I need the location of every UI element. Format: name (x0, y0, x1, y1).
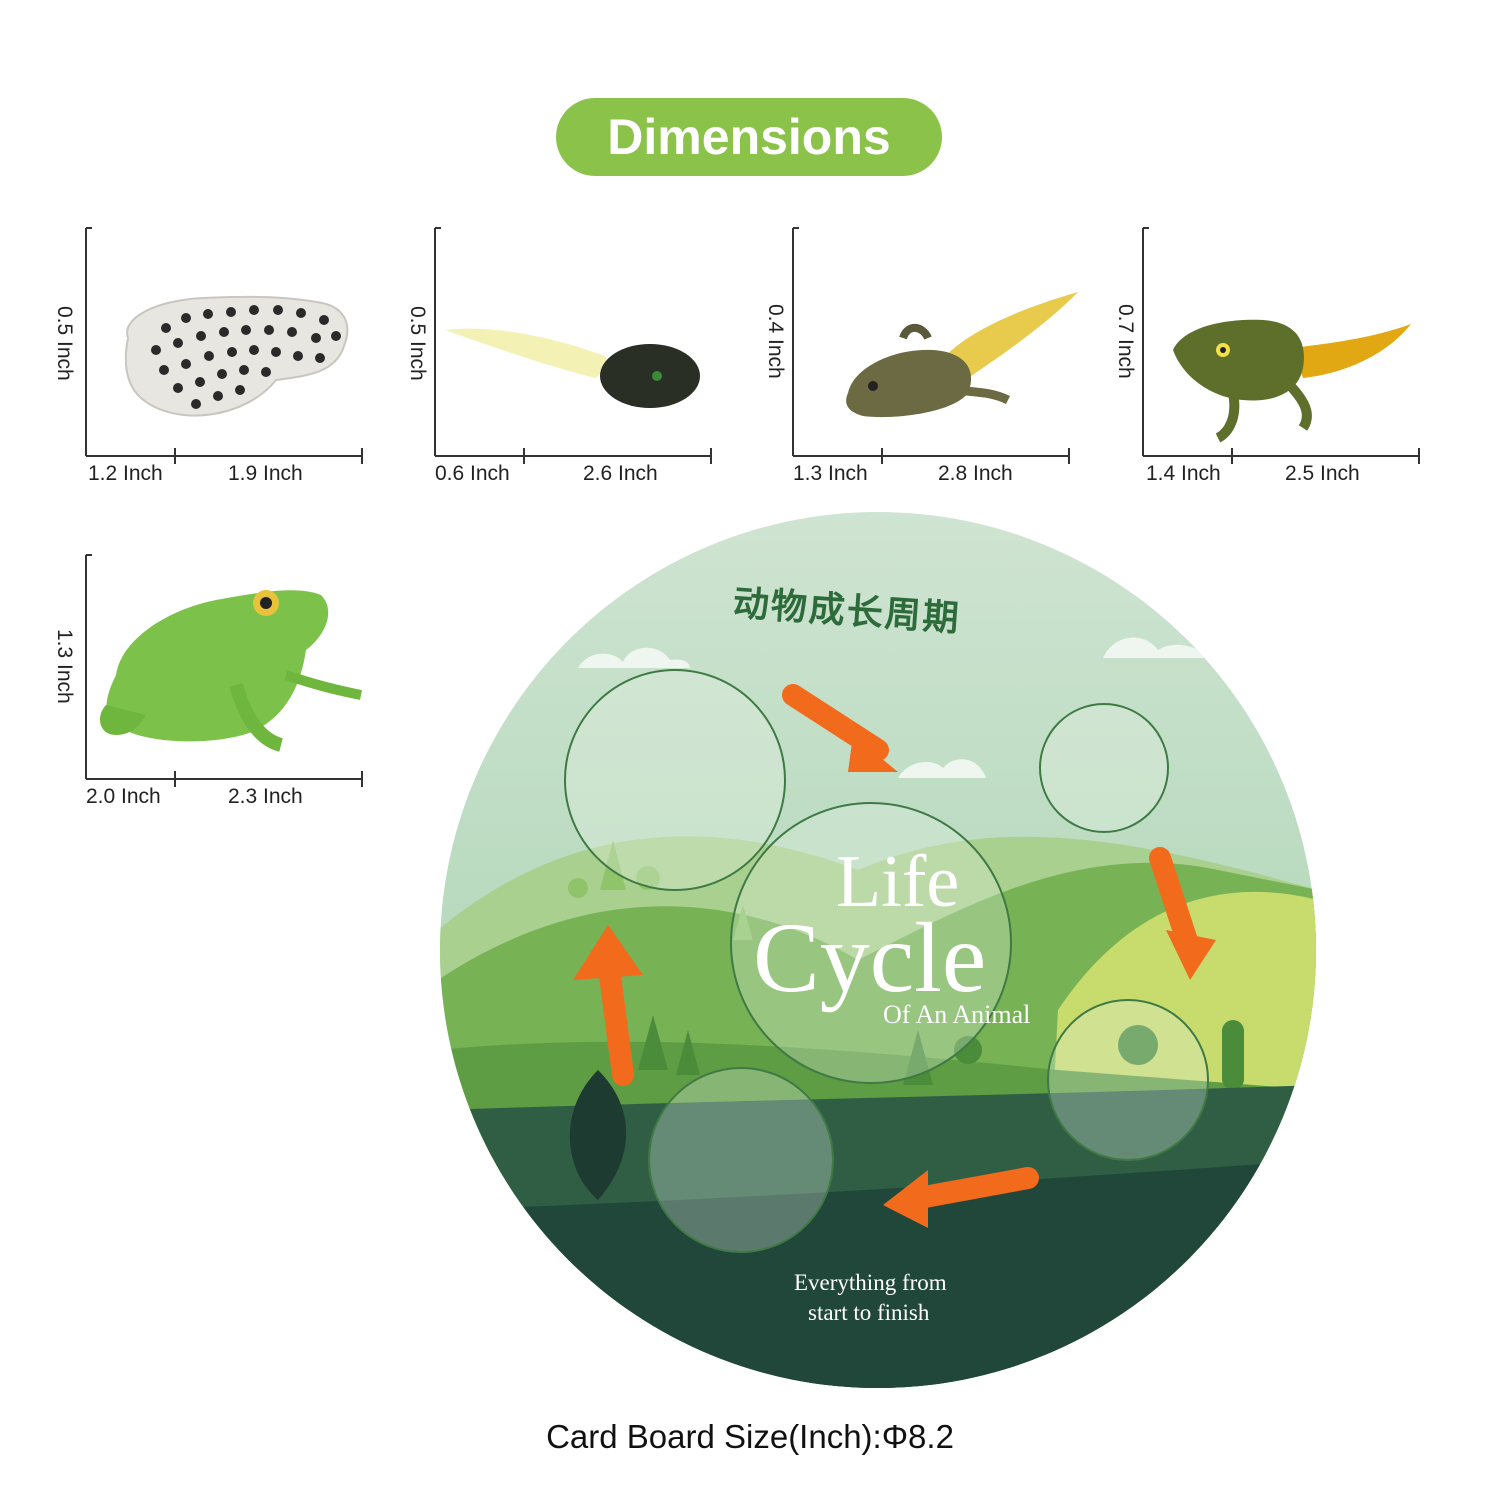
length-label: 1.9 Inch (228, 462, 303, 485)
figure-eggs: 0.5 Inch 1.2 Inch 1.9 Inch (53, 227, 366, 485)
depth-label: 0.6 Inch (435, 462, 510, 485)
length-label: 2.5 Inch (1285, 462, 1360, 485)
figure-tadpole: 0.5 Inch 0.6 Inch 2.6 Inch (406, 227, 715, 485)
adult-frog-image (100, 590, 362, 752)
figure-adult-frog: 1.3 Inch 2.0 Inch 2.3 Inch (53, 554, 366, 808)
height-label: 0.5 Inch (53, 306, 76, 381)
height-label: 0.4 Inch (764, 304, 787, 379)
length-label: 2.8 Inch (938, 462, 1013, 485)
dimension-lines (85, 554, 363, 787)
height-label: 0.7 Inch (1114, 304, 1137, 379)
depth-label: 1.2 Inch (88, 462, 163, 485)
depth-label: 2.0 Inch (86, 785, 161, 808)
cycle-title: Cycle (753, 902, 987, 1013)
dimensions-title: Dimensions (607, 109, 891, 165)
dimension-lines (1142, 227, 1420, 464)
dimension-lines (85, 227, 363, 464)
card-board-illustration (440, 512, 1316, 1388)
froglet-image (1173, 319, 1411, 443)
subtitle: Of An Animal (883, 1000, 1031, 1029)
depth-label: 1.4 Inch (1146, 462, 1221, 485)
frog-eggs-image (124, 295, 349, 417)
life-cycle-card-board: 动物成长周期 Life Cycle Of An Animal Everythin… (438, 510, 1318, 1390)
card-board-size-caption: Card Board Size(Inch):Φ8.2 (546, 1418, 954, 1455)
dimensions-title-pill: Dimensions (556, 98, 942, 176)
tadpole-with-legs-image (846, 292, 1078, 418)
figure-froglet: 0.7 Inch 1.4 Inch 2.5 Inch (1114, 227, 1423, 485)
depth-label: 1.3 Inch (793, 462, 868, 485)
length-label: 2.6 Inch (583, 462, 658, 485)
tagline-line-2: start to finish (808, 1300, 930, 1325)
height-label: 0.5 Inch (406, 306, 429, 381)
dimension-lines (792, 227, 1078, 464)
dimension-lines (434, 227, 712, 464)
life-title: Life (836, 841, 960, 923)
tadpole-image (445, 328, 700, 408)
length-label: 2.3 Inch (228, 785, 303, 808)
figure-tadpole-legs: 0.4 Inch 1.3 Inch 2.8 Inch (764, 227, 1078, 485)
height-label: 1.3 Inch (53, 629, 76, 704)
tagline-line-1: Everything from (794, 1270, 947, 1295)
